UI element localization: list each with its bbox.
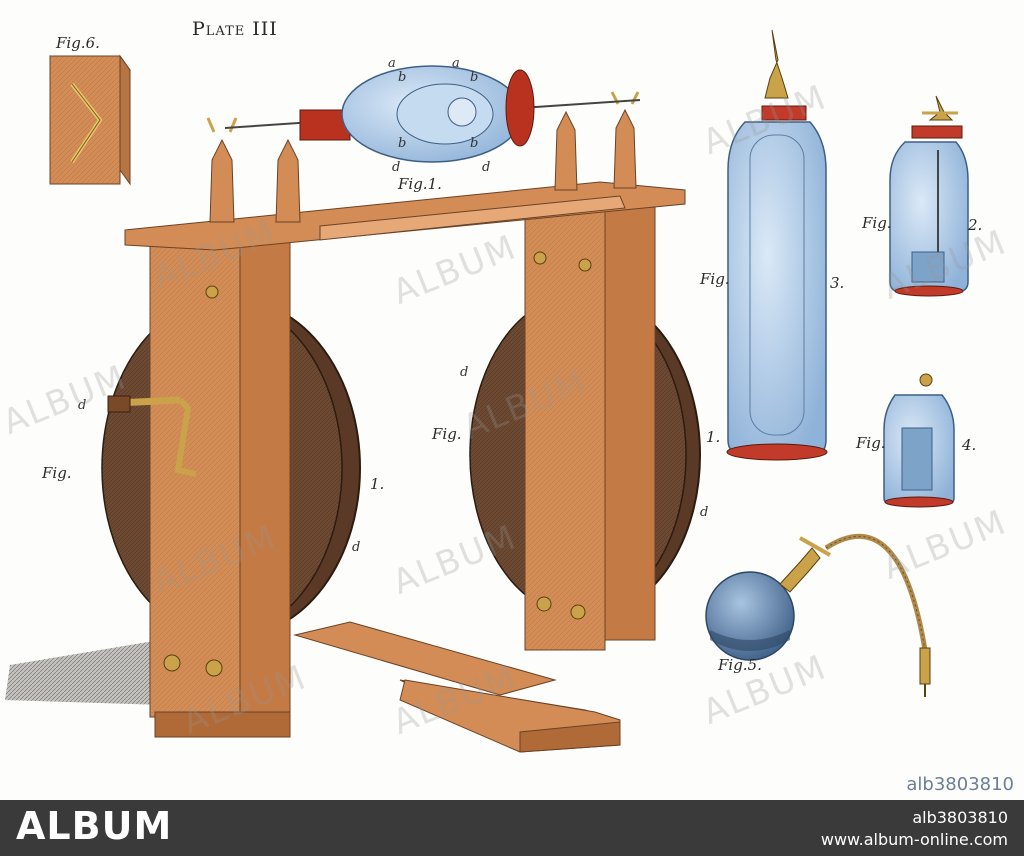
- letter-d: d: [392, 160, 401, 175]
- letter-d: d: [700, 505, 709, 520]
- machine-base: [293, 621, 621, 753]
- fig1-label: Fig.1.: [398, 175, 442, 193]
- website-link[interactable]: www.album-online.com: [820, 830, 1008, 849]
- fig5-label: Fig.5.: [718, 656, 762, 674]
- fig1-right-label: Fig.: [432, 425, 462, 443]
- fig2-number: 2.: [968, 216, 983, 234]
- fig1-right-number: 1.: [706, 428, 721, 446]
- top-crossbar: [124, 181, 686, 251]
- album-logo: ALBUM: [16, 804, 173, 848]
- tall-glass-jar: [726, 29, 828, 461]
- fig3-number: 3.: [830, 274, 845, 292]
- letter-d: d: [460, 365, 469, 380]
- fig6-label: Fig.6.: [56, 34, 100, 52]
- image-code: alb3803810: [912, 808, 1008, 827]
- small-jar-fig2: [889, 95, 969, 297]
- fig1-left-number: 1.: [370, 475, 385, 493]
- fig1-left-label: Fig.: [42, 464, 72, 482]
- electrical-machine-illustration: [5, 29, 969, 753]
- machine-shadow: [5, 640, 165, 705]
- crank-handle: [107, 395, 197, 477]
- glass-globe: [224, 65, 641, 163]
- letter-d: d: [78, 398, 87, 413]
- plate-title: Plate III: [192, 18, 278, 40]
- letter-b: b: [398, 70, 407, 85]
- fig4-number: 4.: [962, 436, 977, 454]
- letter-b: b: [398, 136, 407, 151]
- left-frame: [149, 241, 291, 738]
- fig6-block: [49, 54, 131, 186]
- fig3-label: Fig.: [700, 270, 730, 288]
- letter-d: d: [482, 160, 491, 175]
- letter-b: b: [470, 136, 479, 151]
- letter-a: a: [452, 56, 460, 71]
- letter-a: a: [388, 56, 396, 71]
- insulating-pillars: [206, 91, 640, 223]
- fig4-label: Fig.: [856, 434, 886, 452]
- letter-d: d: [352, 540, 361, 555]
- small-jar-fig4: [883, 373, 955, 508]
- stock-id: alb3803810: [906, 774, 1014, 795]
- letter-b: b: [470, 70, 479, 85]
- footer-bar: ALBUM alb3803810 www.album-online.com: [0, 800, 1024, 856]
- glass-sphere-fig5: [705, 533, 931, 697]
- right-frame: [524, 199, 656, 651]
- fig2-label: Fig.: [862, 214, 892, 232]
- engraving-plate: Plate III Fig.6. Fig.1. Fig. 1. Fig. 1. …: [0, 18, 1014, 795]
